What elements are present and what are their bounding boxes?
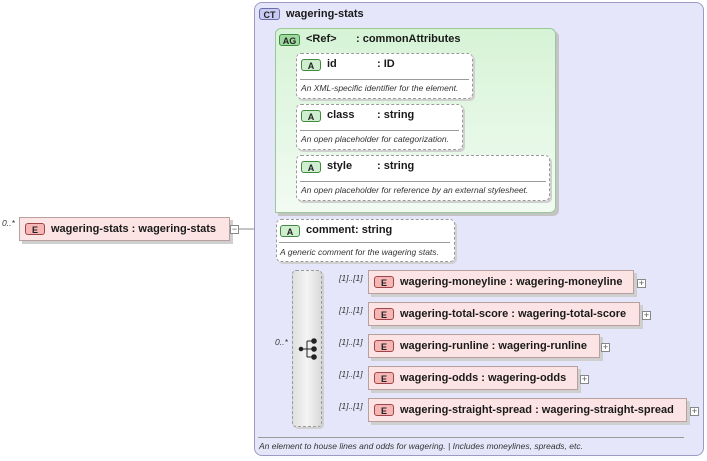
child-occurrence: [1]..[1]	[339, 401, 363, 411]
root-element-wagering-stats[interactable]: E wagering-stats : wagering-stats	[19, 217, 230, 241]
attribute-name: style	[327, 160, 353, 172]
element-icon: E	[374, 404, 394, 416]
element-wagering-moneyline[interactable]: E wagering-moneyline : wagering-moneylin…	[368, 270, 634, 294]
expand-toggle[interactable]: +	[690, 406, 699, 416]
attribute-doc: A generic comment for the wagering stats…	[280, 247, 439, 257]
separator	[279, 242, 450, 243]
expand-toggle[interactable]: +	[601, 342, 610, 352]
attribute-style[interactable]: A style : string An open placeholder for…	[296, 155, 550, 201]
sequence-compositor[interactable]	[292, 270, 322, 427]
attribute-type: : string	[377, 160, 415, 172]
attribute-type: : string	[355, 224, 393, 236]
element-label: wagering-odds : wagering-odds	[400, 372, 567, 384]
element-wagering-odds[interactable]: E wagering-odds : wagering-odds	[368, 366, 578, 390]
collapse-toggle[interactable]: −	[230, 224, 239, 234]
element-icon: E	[374, 276, 394, 288]
element-icon: E	[25, 223, 45, 235]
attribute-id[interactable]: A id : ID An XML-specific identifier for…	[296, 53, 473, 99]
sequence-occurrence: 0..*	[275, 337, 288, 347]
attribute-doc: An XML-specific identifier for the eleme…	[301, 83, 459, 93]
element-wagering-straight-spread[interactable]: E wagering-straight-spread : wagering-st…	[368, 398, 687, 422]
attribute-doc: An open placeholder for categorization.	[301, 134, 449, 144]
attribute-type: : ID	[377, 58, 395, 70]
attribute-name: id	[327, 58, 337, 70]
attribute-class[interactable]: A class : string An open placeholder for…	[296, 104, 463, 150]
attribute-comment[interactable]: A comment : string A generic comment for…	[276, 219, 455, 262]
attribute-name: comment	[306, 224, 355, 236]
attribute-doc: An open placeholder for reference by an …	[301, 185, 529, 195]
element-wagering-runline[interactable]: E wagering-runline : wagering-runline	[368, 334, 600, 358]
element-icon: E	[374, 340, 394, 352]
element-icon: E	[374, 308, 394, 320]
separator	[258, 437, 684, 438]
element-wagering-total-score[interactable]: E wagering-total-score : wagering-total-…	[368, 302, 640, 326]
attribute-type: : string	[377, 109, 415, 121]
child-occurrence: [1]..[1]	[339, 305, 363, 315]
attribute-icon: A	[301, 161, 321, 173]
attribute-group-ref: <Ref>	[306, 33, 337, 45]
root-element-label: wagering-stats : wagering-stats	[51, 223, 217, 235]
element-label: wagering-total-score : wagering-total-sc…	[400, 308, 627, 320]
expand-toggle[interactable]: +	[642, 310, 651, 320]
child-occurrence: [1]..[1]	[339, 273, 363, 283]
complex-type-icon: CT	[259, 8, 280, 20]
attribute-name: class	[327, 109, 355, 121]
child-occurrence: [1]..[1]	[339, 337, 363, 347]
element-icon: E	[374, 372, 394, 384]
attribute-icon: A	[301, 110, 321, 122]
complex-type-name: wagering-stats	[286, 8, 364, 20]
separator	[300, 130, 459, 131]
element-label: wagering-runline : wagering-runline	[400, 340, 588, 352]
separator	[300, 181, 546, 182]
separator	[300, 79, 469, 80]
attribute-icon: A	[301, 59, 321, 71]
child-occurrence: [1]..[1]	[339, 369, 363, 379]
element-label: wagering-moneyline : wagering-moneyline	[400, 276, 623, 288]
root-occurrence: 0..*	[2, 218, 15, 228]
element-label: wagering-straight-spread : wagering-stra…	[400, 404, 674, 416]
expand-toggle[interactable]: +	[637, 278, 646, 288]
attribute-group-icon: AG	[279, 34, 300, 46]
attribute-group-name: : commonAttributes	[356, 33, 461, 45]
sequence-icon	[298, 338, 317, 360]
attribute-icon: A	[280, 225, 300, 237]
complex-type-doc: An element to house lines and odds for w…	[259, 441, 583, 451]
expand-toggle[interactable]: +	[580, 374, 589, 384]
